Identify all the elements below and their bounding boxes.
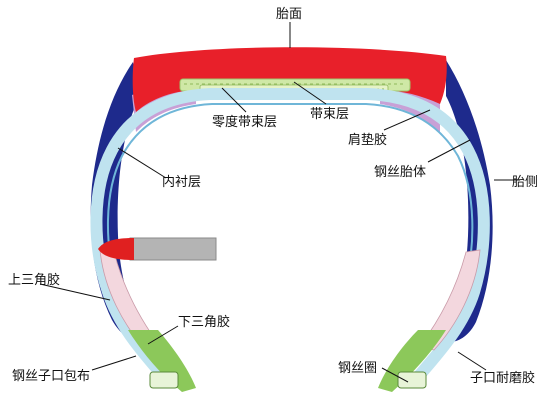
left-bead-wire xyxy=(149,371,179,389)
label-shoulder-pad: 肩垫胶 xyxy=(348,132,387,148)
leader-lines xyxy=(39,22,520,383)
label-lower-apex: 下三角胶 xyxy=(178,314,230,330)
label-tread: 胎面 xyxy=(276,7,302,22)
bead-chafers xyxy=(128,330,446,392)
label-rim-cushion: 子口耐磨胶 xyxy=(470,370,535,386)
label-steel-chafer: 钢丝子口包布 xyxy=(12,369,90,384)
steel-cord-carcass-ply xyxy=(90,88,490,388)
label-upper-apex: 上三角胶 xyxy=(8,272,60,288)
label-bead-wire: 钢丝圈 xyxy=(338,361,377,376)
label-belt: 带束层 xyxy=(310,107,349,122)
label-sidewall: 胎侧 xyxy=(512,175,538,190)
label-inner-liner: 内衬层 xyxy=(162,174,201,190)
valve-icon xyxy=(98,237,217,261)
left-chafer xyxy=(128,330,196,392)
right-bead-wire xyxy=(397,371,427,389)
right-chafer xyxy=(378,330,446,392)
bead-wire-bundles xyxy=(149,371,427,389)
label-zero-degree-belt: 零度带束层 xyxy=(212,114,277,130)
label-steel-cord-carcass: 钢丝胎体 xyxy=(374,165,426,180)
diagram-labels: 胎面 零度带束层 带束层 肩垫胶 内衬层 钢丝胎体 胎侧 上三角胶 下三角胶 钢… xyxy=(8,7,538,386)
